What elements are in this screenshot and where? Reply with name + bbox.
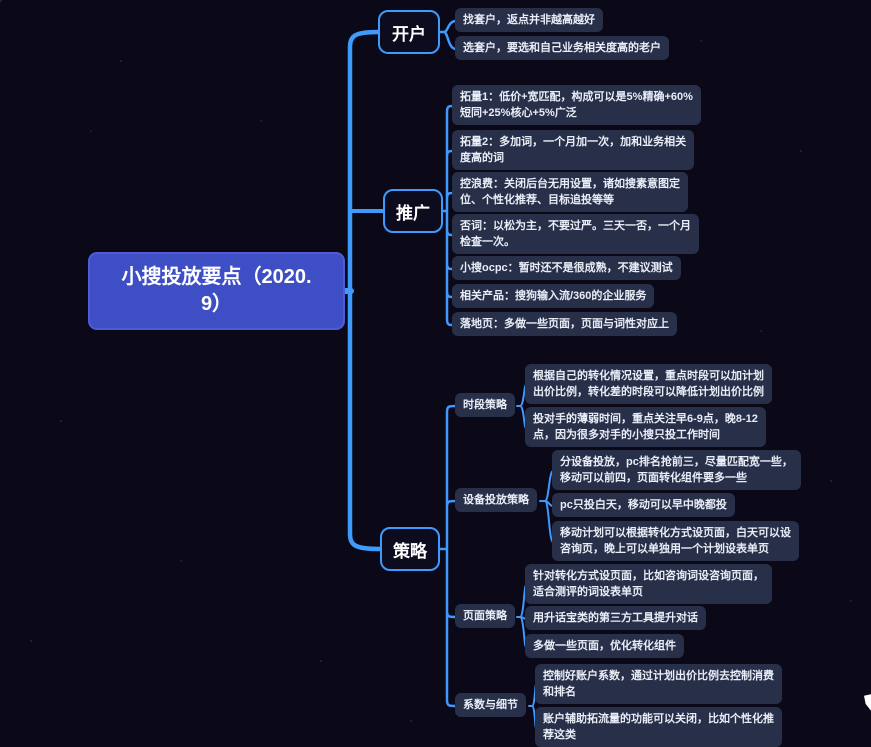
leaf-time-strategy-2[interactable]: 投对手的薄弱时间，重点关注早6-9点，晚8-12 点，因为很多对手的小搜只投工作… <box>525 407 766 447</box>
branch-open-account[interactable]: 开户 <box>378 10 440 54</box>
leaf-ocpc[interactable]: 小搜ocpc：暂时还不是很成熟，不建议测试 <box>452 256 681 280</box>
leaf-time-strategy-1[interactable]: 根据自己的转化情况设置，重点时段可以加计划 出价比例，转化差的时段可以降低计划出… <box>525 364 772 404</box>
branch-promotion[interactable]: 推广 <box>383 189 443 233</box>
leaf-device-strategy-2[interactable]: pc只投白天，移动可以早中晚都投 <box>552 493 735 517</box>
leaf-choose-account[interactable]: 选套户，要选和自己业务相关度高的老户 <box>455 36 669 60</box>
leaf-expand-volume-2[interactable]: 拓量2：多加词，一个月加一次，加和业务相关 度高的词 <box>452 130 695 170</box>
leaf-page-strategy-1[interactable]: 针对转化方式设页面，比如咨询词设咨询页面， 适合测评的词设表单页 <box>525 564 772 604</box>
leaf-coefficient-2[interactable]: 账户辅助拓流量的功能可以关闭，比如个性化推 荐这类 <box>535 707 782 747</box>
branch-strategy[interactable]: 策略 <box>380 527 440 571</box>
group-page-strategy[interactable]: 页面策略 <box>455 604 515 628</box>
group-device-strategy[interactable]: 设备投放策略 <box>455 488 537 512</box>
leaf-page-strategy-3[interactable]: 多做一些页面，优化转化组件 <box>525 634 684 658</box>
starfield <box>0 0 2 2</box>
leaf-page-strategy-2[interactable]: 用升话宝类的第三方工具提升对话 <box>525 606 706 630</box>
leaf-related-products[interactable]: 相关产品：搜狗输入流/360的企业服务 <box>452 284 655 308</box>
leaf-expand-volume-1[interactable]: 拓量1：低价+宽匹配，构成可以是5%精确+60% 短同+25%核心+5%广泛 <box>452 85 701 125</box>
cursor-artifact <box>864 694 871 712</box>
central-topic[interactable]: 小搜投放要点（2020. 9） <box>88 252 345 330</box>
leaf-device-strategy-1[interactable]: 分设备投放，pc排名抢前三，尽量匹配宽一些， 移动可以前四，页面转化组件要多一些 <box>552 450 801 490</box>
leaf-landing-page[interactable]: 落地页：多做一些页面，页面与词性对应上 <box>452 312 677 336</box>
group-time-strategy[interactable]: 时段策略 <box>455 393 515 417</box>
group-coefficient-details[interactable]: 系数与细节 <box>455 693 526 717</box>
leaf-coefficient-1[interactable]: 控制好账户系数，通过计划出价比例去控制消费 和排名 <box>535 664 782 704</box>
leaf-find-account[interactable]: 找套户，返点并非越高越好 <box>455 8 603 32</box>
leaf-waste-control[interactable]: 控浪费：关闭后台无用设置，诸如搜素意图定 位、个性化推荐、目标追投等等 <box>452 172 688 212</box>
leaf-negative-words[interactable]: 否词：以松为主，不要过严。三天一否，一个月 检查一次。 <box>452 214 699 254</box>
leaf-device-strategy-3[interactable]: 移动计划可以根据转化方式设页面，白天可以设 咨询页，晚上可以单独用一个计划设表单… <box>552 521 799 561</box>
